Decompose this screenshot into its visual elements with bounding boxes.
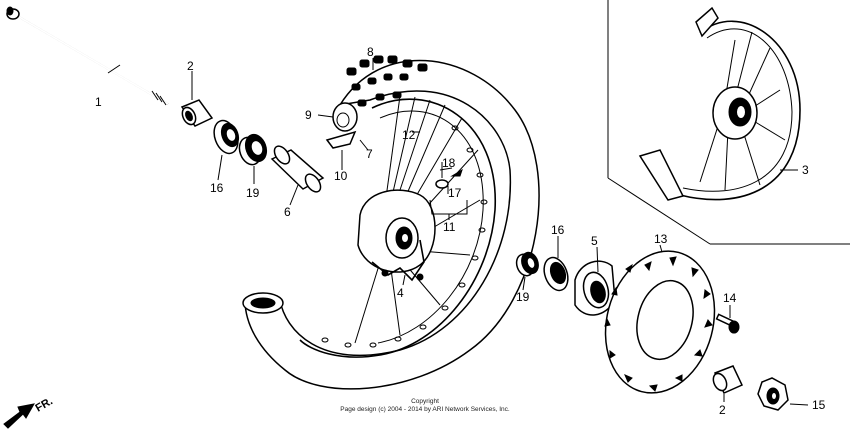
axle[interactable] — [6, 6, 169, 106]
disc-bolt[interactable] — [715, 313, 740, 334]
bearing-left[interactable] — [236, 131, 270, 167]
copyright-title: Copyright — [411, 398, 439, 405]
callout-15: 15 — [812, 398, 826, 412]
callout-16-right: 16 — [551, 223, 565, 237]
dust-seal-right[interactable] — [540, 254, 572, 293]
tube-valve[interactable] — [325, 102, 358, 149]
front-direction-arrow: FR. — [3, 395, 55, 429]
leader-lines — [107, 58, 809, 406]
callout-16: 16 — [210, 181, 224, 195]
callout-4: 4 — [397, 286, 404, 300]
tire[interactable] — [242, 55, 540, 390]
callout-7: 7 — [366, 147, 373, 161]
callout-13: 13 — [654, 232, 668, 246]
callout-6: 6 — [284, 205, 291, 219]
brake-disc[interactable] — [590, 239, 730, 406]
distance-collar[interactable] — [270, 143, 325, 194]
callout-2: 2 — [187, 59, 194, 73]
callout-11: 11 — [443, 220, 456, 234]
callout-2-right: 2 — [719, 403, 726, 417]
callout-12: 12 — [402, 128, 416, 142]
front-label: FR. — [34, 395, 55, 414]
copyright-text: Page design (c) 2004 - 2014 by ARI Netwo… — [340, 406, 510, 413]
wheel-assembly-inset[interactable] — [607, 0, 850, 245]
callout-19: 19 — [246, 186, 260, 200]
callout-19-right: 19 — [516, 290, 530, 304]
wheel-side-collar[interactable] — [574, 260, 616, 316]
dust-seal-left[interactable] — [210, 117, 242, 156]
callout-3: 3 — [802, 163, 809, 177]
bearing-right[interactable] — [514, 250, 542, 278]
callout-1: 1 — [95, 95, 102, 109]
callout-8: 8 — [367, 45, 374, 59]
callout-18: 18 — [442, 156, 456, 170]
collar-spacer-right[interactable] — [711, 365, 744, 394]
callout-14: 14 — [723, 291, 737, 305]
hub[interactable] — [357, 189, 436, 282]
callout-17: 17 — [448, 186, 462, 200]
collar-spacer-left[interactable] — [180, 99, 214, 127]
callout-9: 9 — [305, 108, 312, 122]
callout-5: 5 — [591, 234, 598, 248]
spoke-nipple[interactable] — [435, 167, 463, 189]
axle-nut[interactable] — [757, 377, 789, 411]
copyright-notice: Copyright Page design (c) 2004 - 2014 by… — [300, 398, 550, 414]
callout-10: 10 — [334, 169, 348, 183]
